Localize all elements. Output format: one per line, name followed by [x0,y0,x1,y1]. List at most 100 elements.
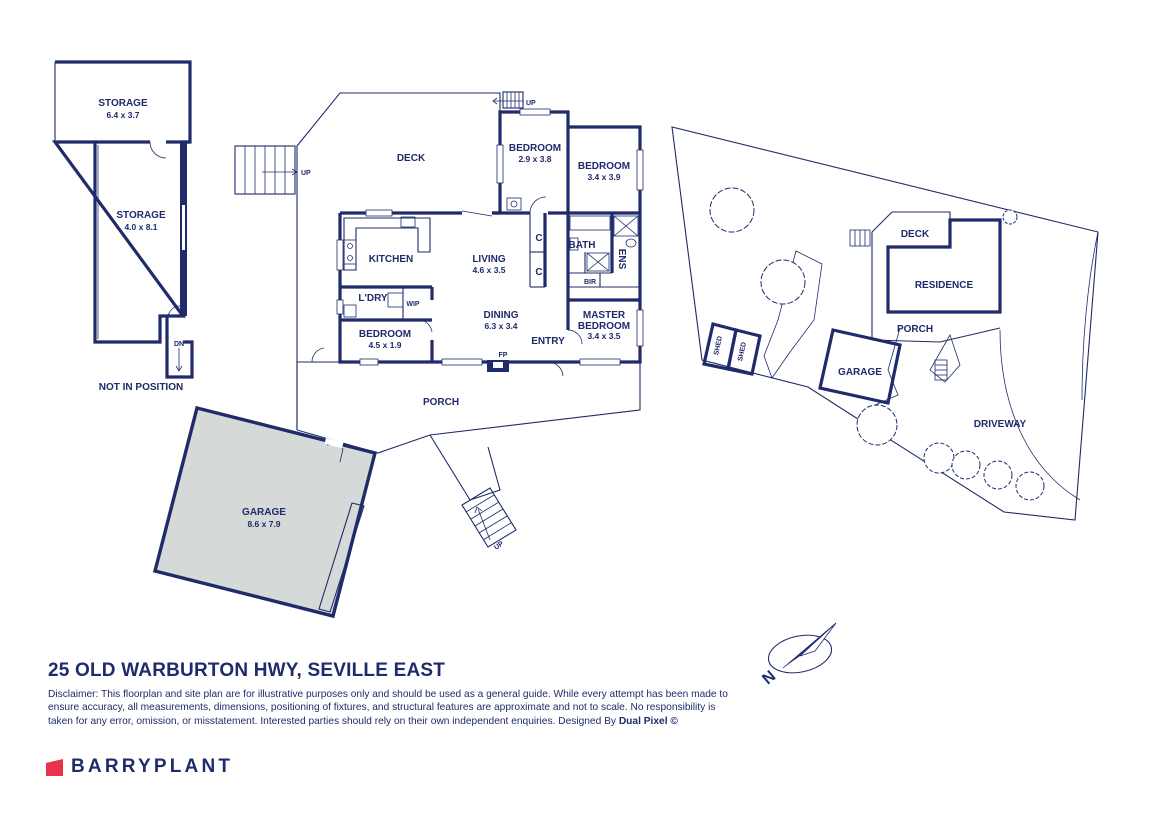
site-curve-1 [1081,231,1099,401]
master-door-swing [567,329,583,345]
ens-shower [613,215,639,237]
compass-icon: N [759,622,837,688]
bath-vanity [569,237,579,251]
wip-label: WIP [406,301,420,308]
brand-mark-icon [46,758,63,776]
porch-label: PORCH [423,397,459,408]
laundry-tub [387,292,404,308]
kitchen-cooktop [343,239,357,265]
storage-main-label: STORAGE [116,210,166,221]
stair-bottom [429,434,517,548]
tree-icon [760,259,806,305]
storage-door-swing [149,141,167,159]
bir-label: BIR [584,279,596,286]
kitchen-bench [343,217,431,271]
stair-top-up-label: UP [526,100,536,107]
site-trees [709,187,1045,501]
site-plan: DECK RESIDENCE PORCH GARAGE DRIVEWAY SHE… [671,126,1099,521]
tree-icon [709,187,755,233]
tree-icon [856,404,898,446]
tree-icon [1002,209,1018,225]
storage-door-swing-2 [167,305,181,319]
entry-door-swing [547,361,564,377]
stair-left-up-label: UP [301,170,311,177]
stair-top-box [502,91,524,109]
site-deck-outline [871,211,951,233]
kitchen-label: KITCHEN [369,254,413,265]
garage-dims: 8.6 x 7.9 [247,519,280,529]
bedroom-2-dims: 2.9 x 3.8 [518,154,551,164]
shower [586,252,610,272]
bedroom-2-label: BEDROOM [509,143,561,154]
bathtub [569,215,611,231]
bed2-toilet [506,197,522,211]
bedroom-small-label: BEDROOM [359,329,411,340]
porch-outline [296,362,641,454]
bedroom-door-swing [419,319,433,333]
shed-2 [726,328,762,376]
house-windows [336,108,644,366]
storage-window [182,205,185,250]
storage-top-label: STORAGE [98,98,148,109]
porch-door-swing [311,347,325,363]
master-label-1: MASTER [583,310,626,321]
master-label-2: BEDROOM [578,321,630,332]
tree-icon [983,460,1013,490]
dining-label: DINING [484,310,519,321]
hall-door-swing [529,196,547,214]
stair-bottom-flare [429,434,501,501]
residence-outline [886,218,1002,314]
site-porch-bottom [871,327,1001,343]
bifold-door [461,210,493,217]
kitchen-sink [400,216,416,228]
bath-label: BATH [568,240,595,251]
garage-door [318,502,365,613]
stair-bottom-up-label: UP [493,540,505,552]
fp-label: FP [499,352,508,359]
site-deck-label: DECK [901,229,930,240]
living-label: LIVING [472,254,506,265]
site-path-3 [929,334,961,383]
entry-label: ENTRY [531,336,565,347]
site-boundary [671,126,1099,521]
shed-2-label: SHED [737,341,748,361]
dining-dims: 6.3 x 3.4 [484,321,517,331]
deck-label: DECK [397,153,426,164]
brand-logo: BARRYPLANT [46,756,233,778]
disclaimer-text: Disclaimer: This floorplan and site plan… [48,689,728,727]
house-plan: UP UP UP [234,91,644,552]
dn-label: DN [174,341,184,348]
garage-plan: GARAGE 8.6 x 7.9 [152,405,378,619]
designer-credit: Dual Pixel © [618,715,678,727]
outbuilding: STORAGE 6.4 x 3.7 STORAGE 4.0 x 8.1 DN N… [51,60,194,393]
dn-arrowhead [175,365,183,372]
cupboard-1-label: C [535,233,542,244]
driveway-label: DRIVEWAY [974,419,1027,430]
property-address: 25 OLD WARBURTON HWY, SEVILLE EAST [48,660,446,681]
site-garage-outline [818,328,902,405]
not-in-position-label: NOT IN POSITION [99,382,183,393]
ens-toilet [625,238,637,248]
bedroom-small-dims: 4.5 x 1.9 [368,340,401,350]
stair-top [492,91,524,109]
tree-icon [923,442,955,474]
site-porch-label: PORCH [897,324,933,335]
ens-label: ENS [616,249,627,270]
cupboard-2-label: C [535,267,542,278]
residence-label: RESIDENCE [915,280,974,291]
bedroom-3-label: BEDROOM [578,161,630,172]
tree-icon [951,450,981,480]
garage-label: GARAGE [242,507,286,518]
stair-left [234,145,298,195]
brand-name: BARRYPLANT [71,756,234,777]
storage-main-dims: 4.0 x 8.1 [124,222,157,232]
garage-outline [152,405,378,619]
shed-1-label: SHED [713,335,724,355]
living-dims: 4.6 x 3.5 [472,265,505,275]
bedroom-3-dims: 3.4 x 3.9 [587,172,620,182]
tree-icon [1015,471,1045,501]
site-garage-label: GARAGE [838,367,882,378]
compass-north-label: N [759,668,779,688]
laundry-washer [343,304,357,318]
